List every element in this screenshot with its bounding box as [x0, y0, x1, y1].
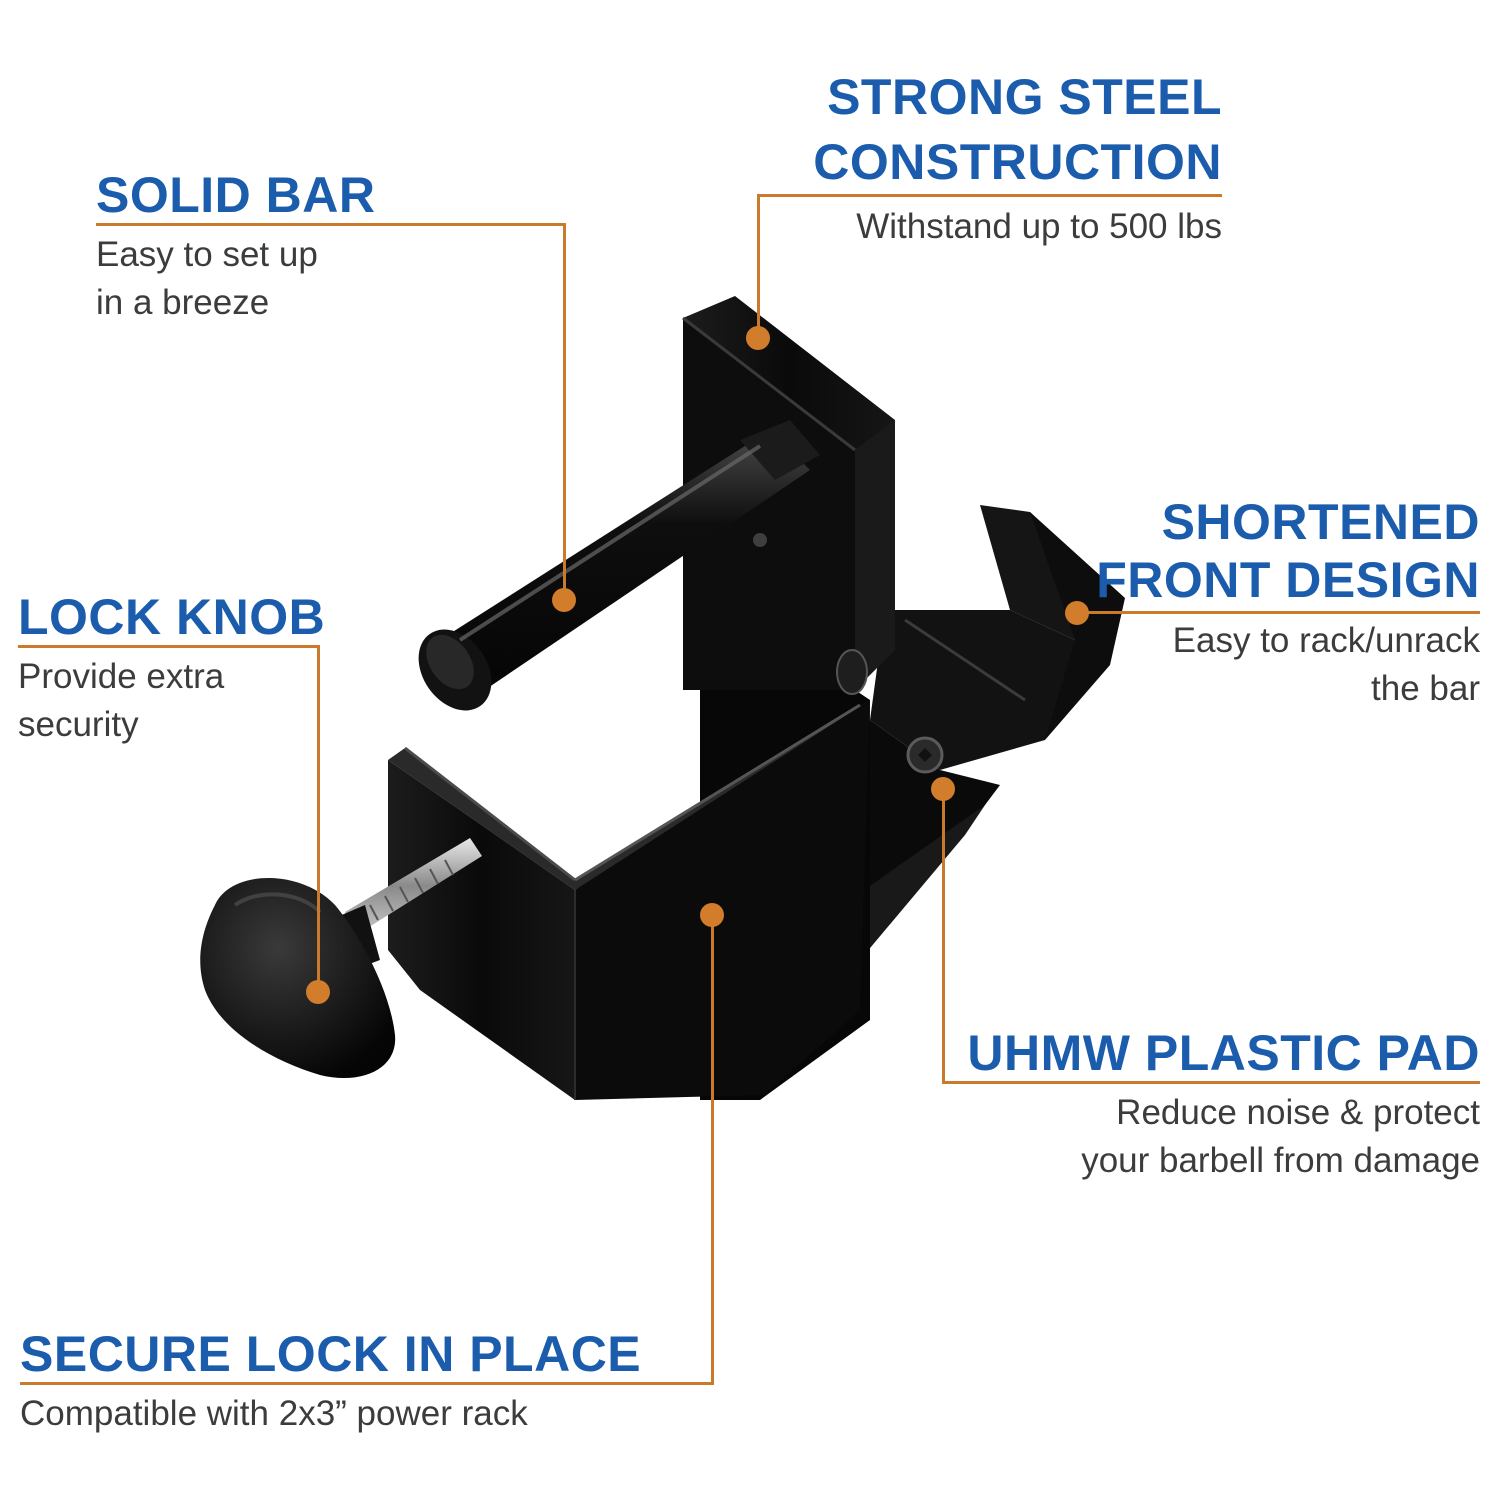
leader-line-plastic-pad: [942, 1081, 1480, 1084]
callout-dot-secure-lock: [700, 903, 724, 927]
callout-dot-lock-knob: [306, 980, 330, 1004]
solid-bar-desc-line-1: Easy to set up: [96, 235, 318, 274]
leader-line-shortened-front: [1078, 611, 1480, 614]
plastic-pad-title: UHMW PLASTIC PAD: [967, 1025, 1480, 1081]
solid-bar-desc-line-2: in a breeze: [96, 283, 270, 322]
leader-line-secure-lock: [20, 1382, 714, 1385]
leader-line-steel: [757, 194, 760, 339]
lock-knob: [200, 838, 482, 1079]
leader-line-steel: [757, 194, 1222, 197]
lock-knob-desc-line-1: Provide extra: [18, 657, 225, 696]
secure-lock-desc: Compatible with 2x3” power rack: [20, 1394, 528, 1433]
shortened-front-title-line-2: FRONT DESIGN: [1096, 552, 1480, 608]
secure-lock-title: SECURE LOCK IN PLACE: [20, 1326, 642, 1382]
steel-title-line-1: STRONG STEEL: [827, 69, 1222, 125]
leader-line-lock-knob: [18, 645, 320, 648]
upright-plate: [682, 296, 895, 690]
solid-bar-peg: [418, 420, 820, 711]
j-hook-body: [388, 649, 870, 1100]
plastic-pad-desc-line-2: your barbell from damage: [1081, 1141, 1480, 1180]
lock-knob-title: LOCK KNOB: [18, 589, 326, 645]
steel-desc: Withstand up to 500 lbs: [856, 207, 1222, 246]
leader-line-plastic-pad: [942, 789, 945, 1084]
steel-title-line-2: CONSTRUCTION: [813, 134, 1222, 190]
callout-dot-solid-bar: [552, 588, 576, 612]
plastic-pad-desc-line-1: Reduce noise & protect: [1116, 1093, 1480, 1132]
shortened-front-desc-line-1: Easy to rack/unrack: [1172, 621, 1480, 660]
leader-line-solid-bar: [96, 223, 566, 226]
callout-dot-steel: [746, 326, 770, 350]
leader-line-solid-bar: [563, 223, 566, 601]
shortened-front-desc-line-2: the bar: [1371, 669, 1480, 708]
lock-knob-desc-line-2: security: [18, 705, 139, 744]
shortened-front-title-line-1: SHORTENED: [1161, 494, 1480, 550]
callout-dot-plastic-pad: [931, 777, 955, 801]
solid-bar-title: SOLID BAR: [96, 167, 376, 223]
callout-dot-shortened-front: [1065, 601, 1089, 625]
leader-line-secure-lock: [711, 915, 714, 1385]
leader-line-lock-knob: [317, 645, 320, 993]
